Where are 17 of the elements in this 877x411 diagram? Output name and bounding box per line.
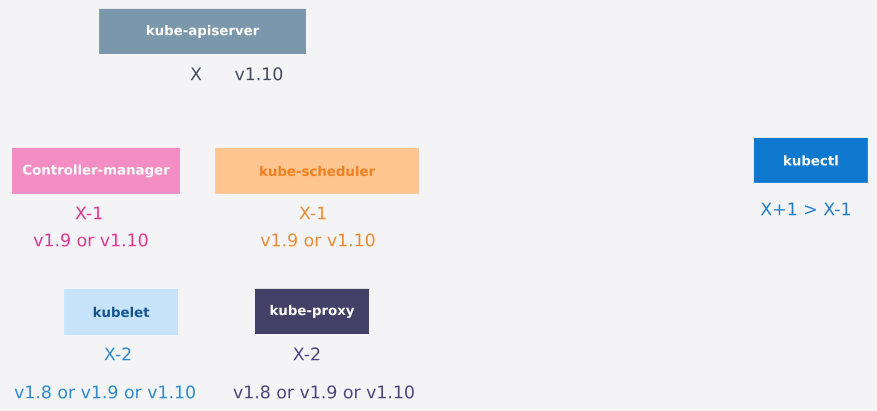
version-label: v1.9 or v1.10	[34, 233, 148, 247]
version-label: X-2	[104, 347, 130, 360]
version-label: v1.9 or v1.10	[260, 233, 375, 247]
component-box: Controller-manager	[12, 148, 180, 194]
version-label: X+1 > X-1	[760, 202, 850, 216]
version-label: X-2	[293, 347, 320, 360]
component-box: kube-scheduler	[215, 148, 420, 194]
version-label: X-1	[299, 206, 326, 220]
version-label: v1.8 or v1.9 or v1.10	[14, 385, 195, 399]
version-label: X	[190, 68, 202, 80]
component-box: kubelet	[64, 289, 178, 335]
version-label: v1.8 or v1.9 or v1.10	[234, 385, 414, 399]
component-box: kubectl	[754, 138, 868, 183]
version-label: v1.10	[235, 67, 282, 80]
component-box: kube-apiserver	[99, 8, 306, 54]
component-box: kube-proxy	[255, 288, 369, 334]
version-label: X-1	[75, 206, 102, 220]
